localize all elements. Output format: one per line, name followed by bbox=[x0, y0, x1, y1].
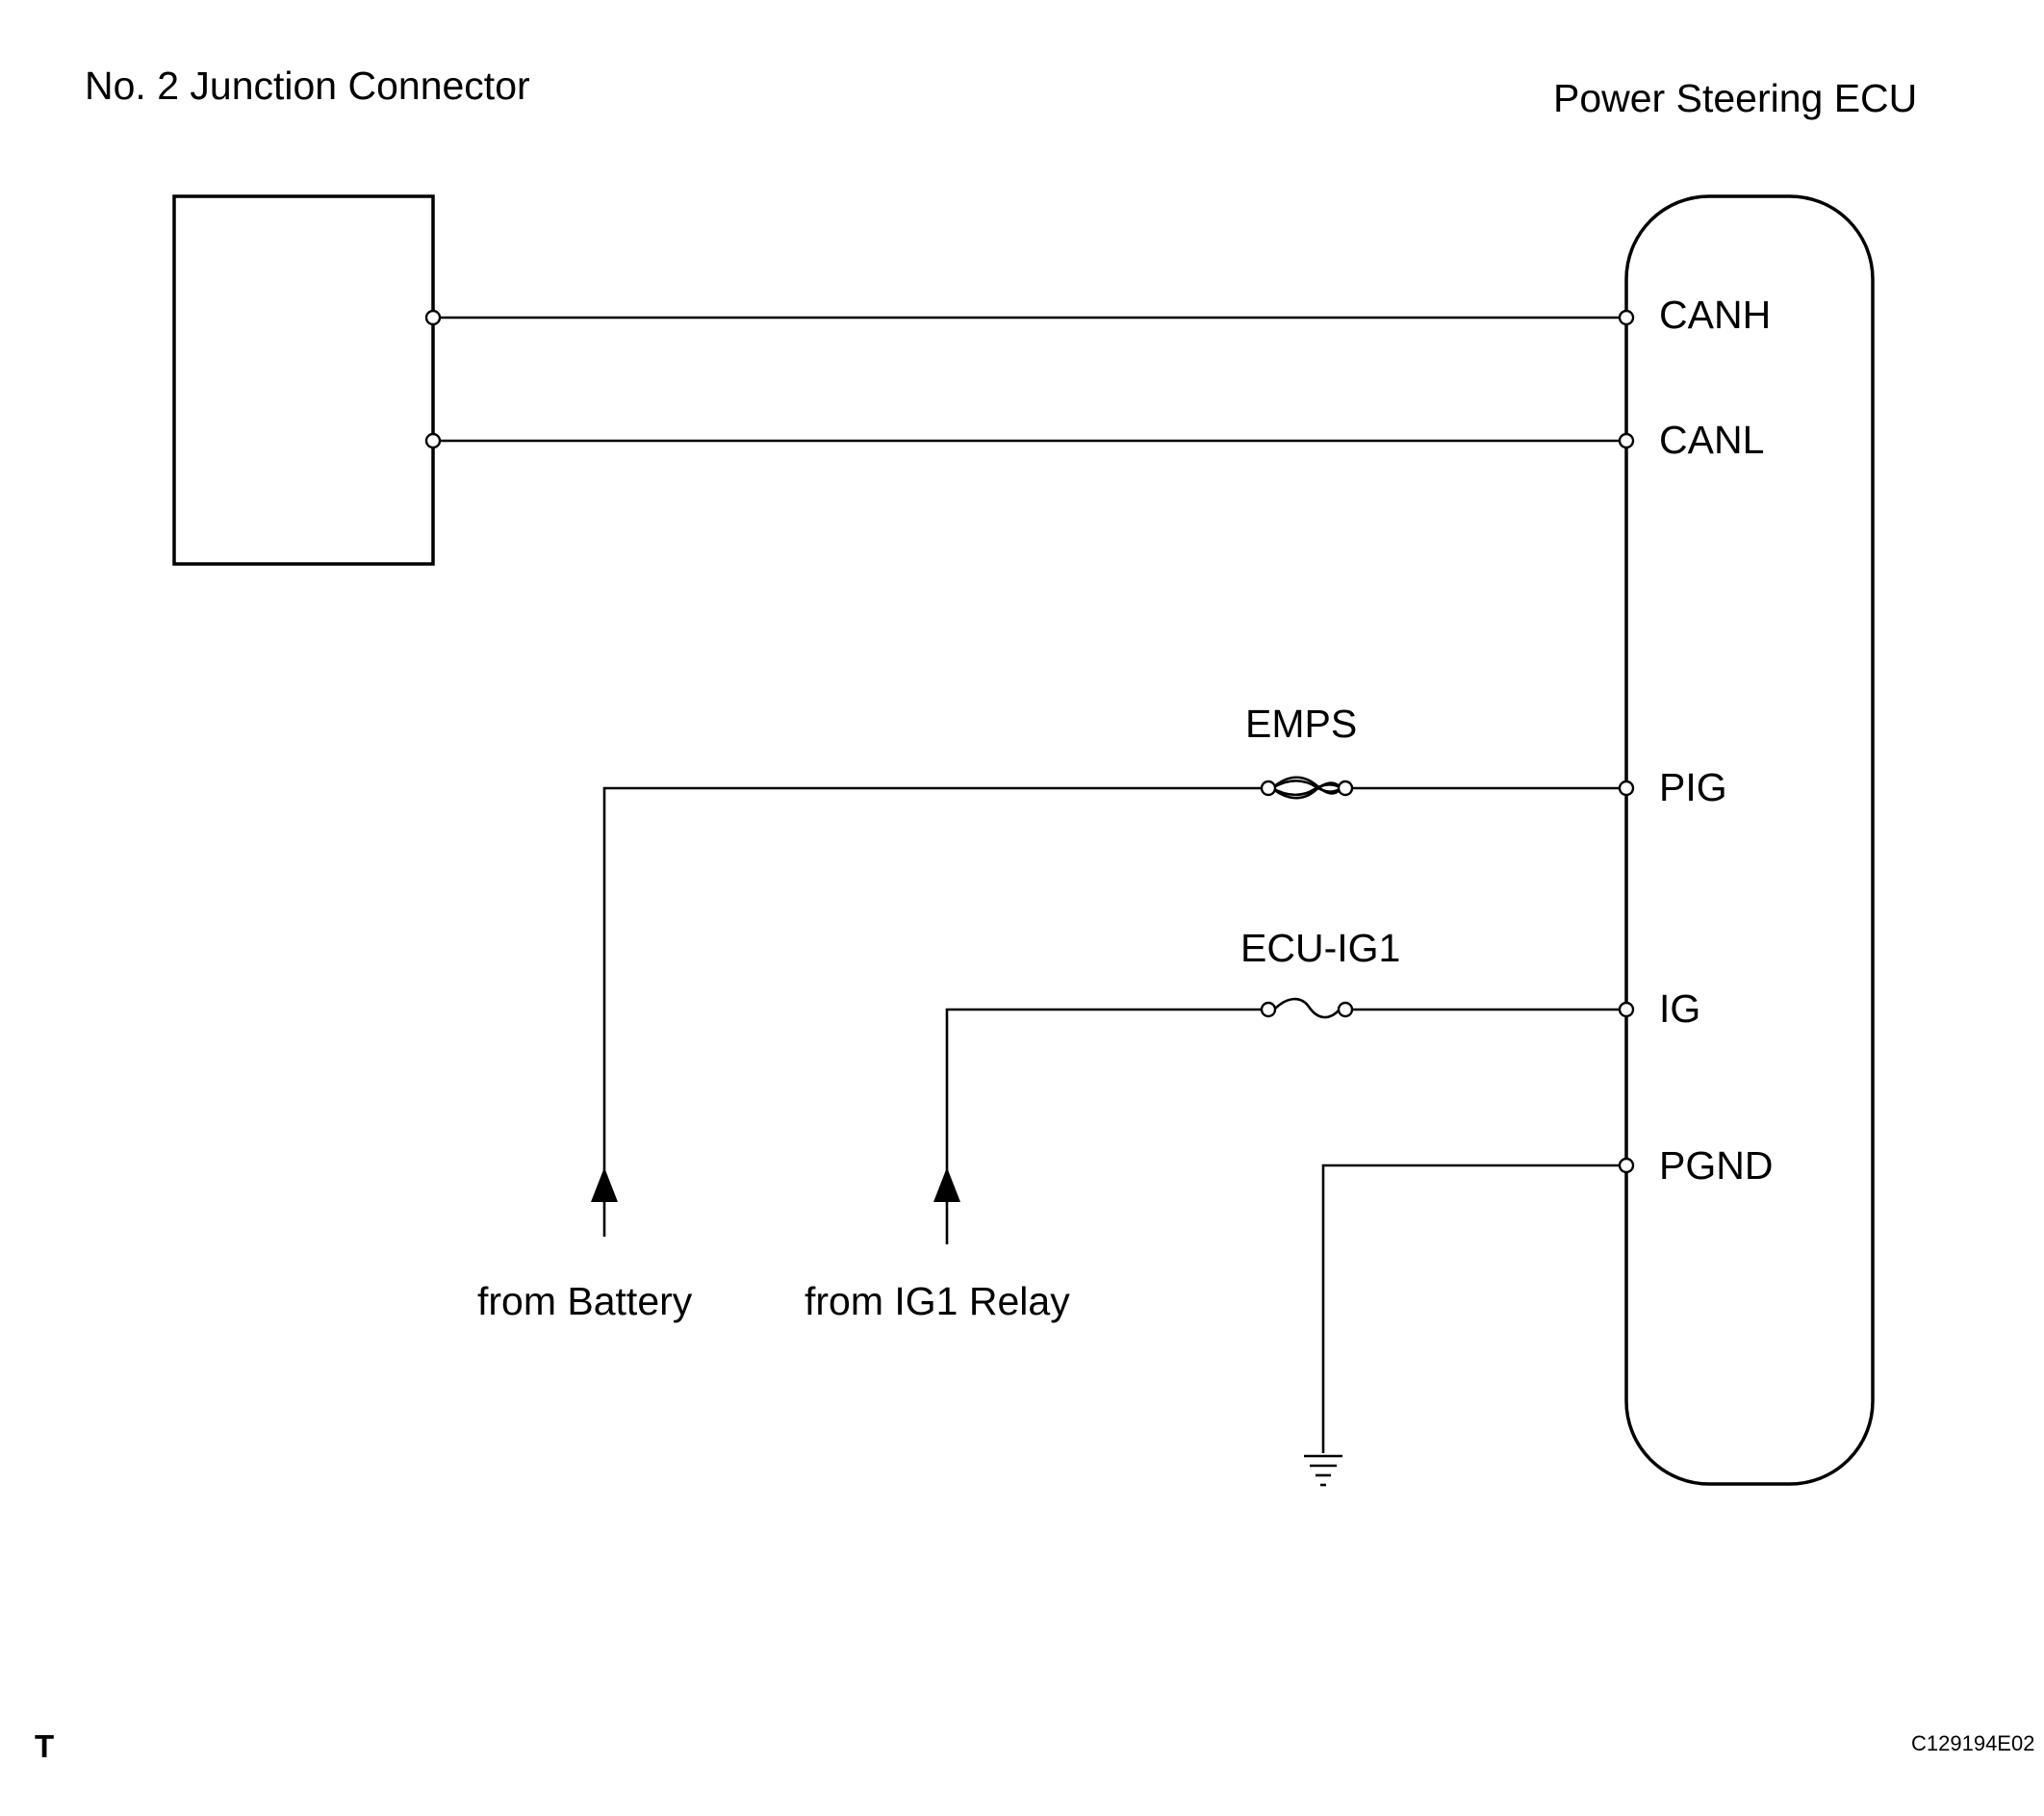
from-battery-label: from Battery bbox=[477, 1279, 693, 1323]
pin-label-canl: CANL bbox=[1659, 418, 1764, 462]
ecu-pig-terminal-icon bbox=[1618, 780, 1635, 797]
ecu-title: Power Steering ECU bbox=[1553, 76, 1917, 120]
emps-fuse-label: EMPS bbox=[1245, 702, 1357, 746]
page-marker: T bbox=[35, 1728, 54, 1764]
junction-canl-terminal-icon bbox=[424, 432, 442, 449]
pin-label-canh: CANH bbox=[1659, 293, 1771, 337]
pin-label-pig: PIG bbox=[1659, 765, 1727, 809]
ig-wire bbox=[945, 1008, 1268, 1244]
emps-fuse-icon bbox=[1260, 776, 1354, 800]
junction-connector-title: No. 2 Junction Connector bbox=[85, 64, 530, 108]
pgnd-wire bbox=[1321, 1164, 1626, 1453]
ig1-relay-arrow-up-icon bbox=[933, 1167, 960, 1202]
from-ig1-relay-label: from IG1 Relay bbox=[805, 1279, 1070, 1323]
ecu-ig1-fuse-label: ECU-IG1 bbox=[1240, 926, 1400, 970]
battery-arrow-up-icon bbox=[591, 1167, 618, 1202]
pin-label-ig: IG bbox=[1659, 986, 1700, 1031]
ground-icon bbox=[1304, 1454, 1342, 1487]
pin-label-pgnd: PGND bbox=[1659, 1143, 1773, 1188]
figure-code: C129194E02 bbox=[1911, 1731, 2034, 1755]
ecu-pgnd-terminal-icon bbox=[1618, 1157, 1635, 1174]
ecu-ig1-fuse-icon bbox=[1260, 997, 1354, 1019]
ecu-canh-terminal-icon bbox=[1618, 309, 1635, 326]
junction-connector-box bbox=[172, 194, 435, 566]
junction-canh-terminal-icon bbox=[424, 309, 442, 326]
pig-wire bbox=[602, 786, 1268, 1237]
ecu-box bbox=[1624, 194, 1875, 1486]
ecu-canl-terminal-icon bbox=[1618, 432, 1635, 449]
ecu-ig-terminal-icon bbox=[1618, 1001, 1635, 1018]
